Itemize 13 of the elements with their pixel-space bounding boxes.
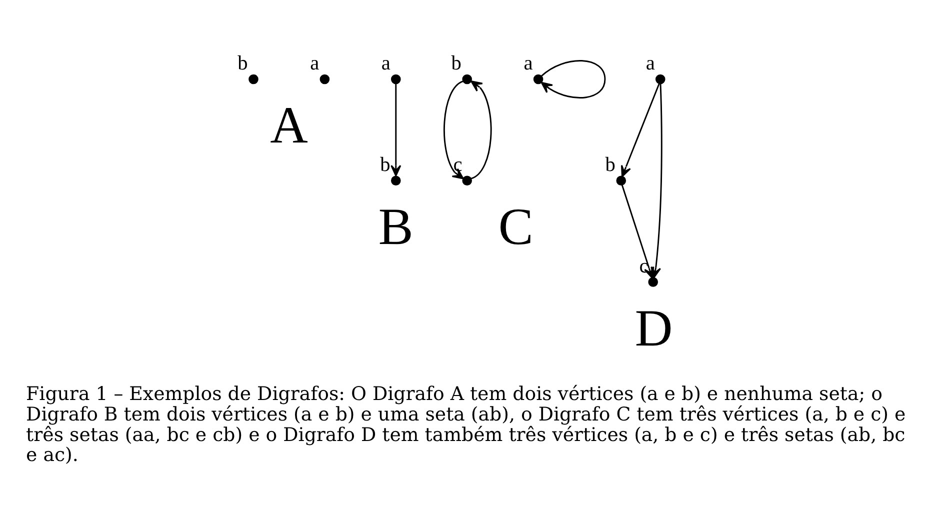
caption: Figura 1 – Exemplos de Digrafos: O Digrafo A tem dois vértices (a e b) e nenhuma seta; o Digrafo B tem dois vértices (a e b) e uma seta (ab), o Digrafo C tem três vértices (a, b e c) e três setas (aa, bc e cb) e o Digrafo D tem também três vértices (a, b e c) e três setas (ab, bc e ac). [26, 383, 906, 466]
node-label: b [605, 154, 616, 176]
label: A [270, 96, 308, 155]
node-label: a [524, 52, 533, 75]
label: B [378, 198, 414, 256]
node-label: a [310, 52, 320, 75]
node-label: b [238, 52, 248, 75]
label: C [498, 198, 534, 256]
node-label: a [646, 52, 655, 75]
node-label: b [380, 154, 390, 176]
node-label: a [381, 52, 390, 75]
node-label: b [451, 52, 462, 75]
label: D [634, 299, 673, 358]
